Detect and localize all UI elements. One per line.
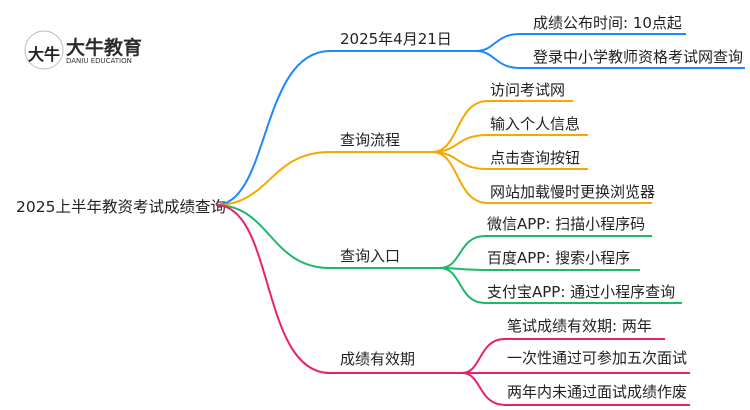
leaf-node[interactable]: 百度APP: 搜索小程序 bbox=[487, 249, 630, 267]
logo-subtitle: DANIU EDUCATION bbox=[66, 57, 132, 65]
logo-mark: 大牛 bbox=[28, 45, 60, 64]
leaf-connector bbox=[475, 50, 745, 69]
leaf-node[interactable]: 登录中小学教师资格考试网查询 bbox=[533, 48, 743, 66]
leaf-connector bbox=[439, 267, 640, 271]
leaf-node[interactable]: 笔试成绩有效期: 两年 bbox=[507, 317, 652, 335]
leaf-node[interactable]: 成绩公布时间: 10点起 bbox=[533, 14, 682, 32]
leaf-connector bbox=[461, 338, 665, 374]
leaf-node[interactable]: 网站加载慢时更换浏览器 bbox=[490, 183, 655, 201]
leaf-node[interactable]: 两年内未通过面试成绩作废 bbox=[507, 383, 687, 401]
branch-validity[interactable]: 成绩有效期 bbox=[340, 350, 415, 368]
leaf-connector bbox=[431, 134, 588, 153]
branch-connector bbox=[215, 50, 476, 206]
leaf-node[interactable]: 访问考试网 bbox=[490, 81, 565, 99]
branch-date[interactable]: 2025年4月21日 bbox=[340, 30, 452, 48]
leaf-connector bbox=[431, 151, 588, 170]
branch-connector bbox=[215, 204, 462, 374]
leaf-connector bbox=[475, 33, 686, 52]
leaf-connector bbox=[461, 372, 690, 406]
root-node[interactable]: 2025上半年教资考试成绩查询 bbox=[16, 198, 226, 216]
logo-title: 大牛教育 bbox=[66, 36, 142, 59]
leaf-connector bbox=[431, 151, 652, 204]
leaf-connector bbox=[439, 267, 682, 304]
branch-query-entry[interactable]: 查询入口 bbox=[340, 247, 400, 265]
leaf-connector bbox=[439, 235, 652, 269]
branch-connector bbox=[215, 204, 440, 269]
logo-badge-icon bbox=[24, 30, 64, 70]
branch-connector bbox=[215, 151, 432, 206]
logo: 大牛 大牛教育 DANIU EDUCATION bbox=[24, 30, 142, 70]
leaf-connector bbox=[431, 100, 573, 153]
branch-query-process[interactable]: 查询流程 bbox=[340, 131, 400, 149]
leaf-node[interactable]: 点击查询按钮 bbox=[490, 149, 580, 167]
leaf-node[interactable]: 一次性通过可参加五次面试 bbox=[507, 349, 687, 367]
leaf-node[interactable]: 输入个人信息 bbox=[490, 115, 580, 133]
leaf-node[interactable]: 微信APP: 扫描小程序码 bbox=[487, 215, 645, 233]
leaf-node[interactable]: 支付宝APP: 通过小程序查询 bbox=[487, 283, 675, 301]
